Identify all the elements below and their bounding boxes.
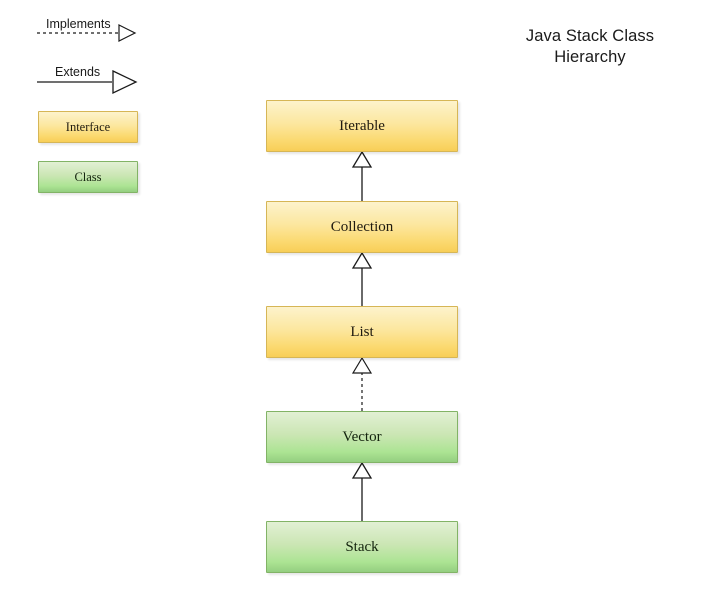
legend-swatch-class: Class xyxy=(38,161,138,193)
node-list-label: List xyxy=(350,323,374,340)
diagram-title-line-1: Java Stack Class xyxy=(525,27,655,45)
edge-list-to-collection-arrowhead xyxy=(351,251,373,269)
node-collection[interactable]: Collection xyxy=(266,201,458,253)
legend-swatch-interface-label: Interface xyxy=(65,119,111,134)
edge-vector-to-list xyxy=(351,356,373,411)
node-vector[interactable]: Vector xyxy=(266,411,458,463)
node-stack-label: Stack xyxy=(345,538,379,555)
edge-vector-to-list-arrowhead xyxy=(351,356,373,374)
legend-implements-arrowhead xyxy=(118,24,137,42)
edge-stack-to-vector-arrowhead xyxy=(351,461,373,479)
node-vector-label: Vector xyxy=(342,428,382,445)
legend-extends-label: Extends xyxy=(55,65,101,79)
edge-collection-to-iterable-arrowhead xyxy=(351,150,373,168)
node-collection-label: Collection xyxy=(330,218,394,235)
legend-extends-arrowhead xyxy=(112,69,138,95)
legend-swatch-class-label: Class xyxy=(74,169,102,184)
edge-list-to-collection xyxy=(351,251,373,306)
node-list[interactable]: List xyxy=(266,306,458,358)
legend-implements-label: Implements xyxy=(46,17,111,31)
edge-collection-to-iterable xyxy=(351,150,373,201)
node-iterable-label: Iterable xyxy=(339,117,385,134)
legend-swatch-interface: Interface xyxy=(38,111,138,143)
node-stack[interactable]: Stack xyxy=(266,521,458,573)
diagram-title-line-2: Hierarchy xyxy=(554,48,626,66)
edge-stack-to-vector xyxy=(351,461,373,521)
node-iterable[interactable]: Iterable xyxy=(266,100,458,152)
diagram-title: Java Stack Class Hierarchy xyxy=(478,26,702,68)
